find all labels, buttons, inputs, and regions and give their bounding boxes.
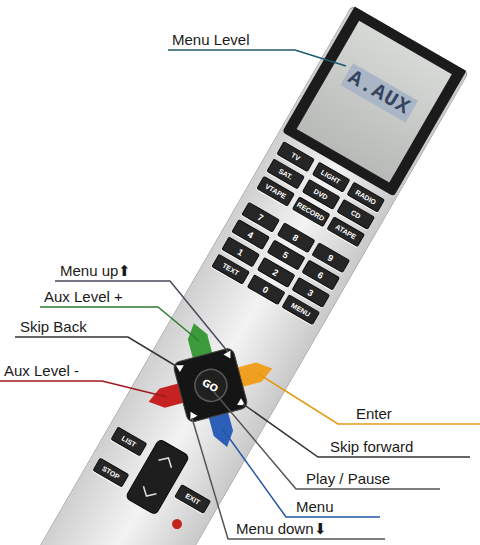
callout-label: Menu down⬇ (236, 520, 327, 537)
callout-label: Menu (296, 498, 334, 515)
red-dot (170, 517, 184, 531)
callout-label: Skip forward (330, 438, 413, 455)
button-label: DVD (313, 187, 329, 200)
leader-line (214, 392, 440, 489)
down-chevron (140, 486, 156, 500)
button-label: A.AUX (341, 64, 418, 123)
button-label: 9 (326, 252, 335, 263)
go-circle (189, 363, 233, 407)
leader-line (15, 337, 176, 366)
pad-marker (237, 398, 247, 408)
leader-line (168, 50, 346, 66)
leader-line (0, 381, 167, 397)
button-label: 1 (236, 246, 245, 257)
button-label: SAT. (278, 167, 294, 180)
button-label: 0 (261, 284, 270, 295)
button-label: 3 (306, 287, 315, 298)
leader-line (243, 404, 470, 457)
callout-label: Menu Level (172, 31, 250, 48)
button-label: TV (290, 151, 301, 162)
navigation-pad (139, 314, 282, 457)
button-label: 4 (246, 229, 255, 240)
callout-label: Menu up⬆ (60, 262, 131, 279)
pad-marker (174, 362, 184, 372)
button-label: 7 (256, 212, 265, 223)
button-label: 6 (316, 269, 325, 280)
callout-label: Enter (356, 405, 392, 422)
button-label: EXIT (184, 492, 201, 506)
pad-square (172, 347, 248, 423)
button-label: 5 (281, 249, 290, 260)
callout-label: Aux Level - (4, 362, 79, 379)
callout-label: Skip Back (20, 318, 87, 335)
button-label: 2 (271, 267, 280, 278)
button-label: LIST (121, 435, 138, 449)
button-label: CD (350, 209, 362, 220)
pad-marker (223, 349, 233, 359)
button-label: TEXT (221, 262, 240, 277)
leader-line (257, 373, 480, 424)
callout-label: Play / Pause (306, 470, 390, 487)
button-label: 8 (291, 232, 300, 243)
callout-label: Aux Level + (44, 288, 123, 305)
up-chevron (158, 454, 174, 468)
leader-lines (0, 50, 480, 539)
remote-body (12, 5, 469, 545)
